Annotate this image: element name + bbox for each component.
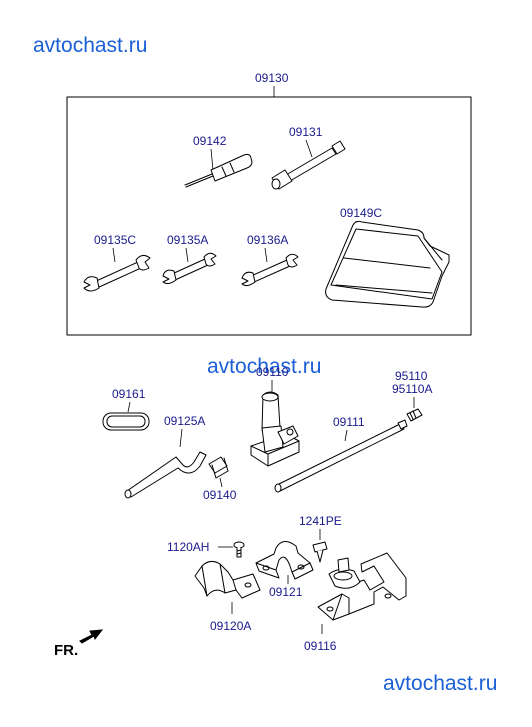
tool-bag-part: 09149C — [325, 206, 450, 308]
label-09135a[interactable]: 09135A — [167, 233, 208, 247]
screwdriver-part: 09142 — [184, 134, 253, 188]
label-1241pe[interactable]: 1241PE — [299, 514, 342, 528]
watermark-middle: avtochast.ru — [207, 355, 321, 378]
label-09142[interactable]: 09142 — [193, 134, 227, 148]
label-09121[interactable]: 09121 — [269, 585, 303, 599]
front-label: FR. — [54, 642, 78, 659]
label-09161[interactable]: 09161 — [112, 387, 146, 401]
label-09149c[interactable]: 09149C — [340, 206, 382, 220]
front-arrow-icon — [79, 629, 104, 644]
label-09120a[interactable]: 09120A — [210, 619, 251, 633]
wrench-09135a-part: 09135A — [162, 233, 217, 285]
socket-bar-part: 09131 — [271, 125, 346, 190]
bracket-09120a-part: 09120A — [194, 560, 261, 633]
bolt-part: 1120AH — [167, 540, 245, 558]
clip-part: 09140 — [203, 456, 237, 502]
watermark-top: avtochast.ru — [33, 34, 147, 57]
label-95110[interactable]: 95110 — [395, 369, 428, 383]
tool-kit-group: 09130 — [66, 71, 472, 336]
wrench-09135c-part: 09135C — [83, 233, 151, 292]
watermark-bottom: avtochast.ru — [383, 672, 497, 695]
label-09136a[interactable]: 09136A — [247, 233, 288, 247]
nut-part: 95110 95110A — [392, 369, 432, 422]
label-1120ah[interactable]: 1120AH — [167, 540, 209, 554]
label-09110[interactable]: 09110 — [256, 365, 289, 379]
label-09125a[interactable]: 09125A — [164, 414, 205, 428]
tool-kit-box — [66, 96, 472, 336]
bracket-09121-part: 09121 — [255, 541, 314, 599]
label-95110a[interactable]: 95110A — [392, 382, 432, 396]
label-09135c[interactable]: 09135C — [94, 233, 136, 247]
holder-part: 09116 — [304, 552, 407, 653]
screw-part: 1241PE — [299, 514, 342, 563]
jack-part: 09110 — [250, 365, 300, 467]
band-part: 09161 — [102, 387, 150, 431]
front-marker: FR. — [54, 629, 104, 659]
label-09111[interactable]: 09111 — [333, 415, 365, 429]
label-09131[interactable]: 09131 — [289, 125, 323, 139]
label-09130[interactable]: 09130 — [255, 71, 289, 85]
label-09140[interactable]: 09140 — [203, 488, 237, 502]
label-09116[interactable]: 09116 — [304, 639, 337, 653]
jack-bar-part: 09111 — [274, 415, 408, 493]
wrench-09136a-part: 09136A — [241, 233, 299, 287]
jack-handle-part: 09125A — [124, 414, 207, 499]
